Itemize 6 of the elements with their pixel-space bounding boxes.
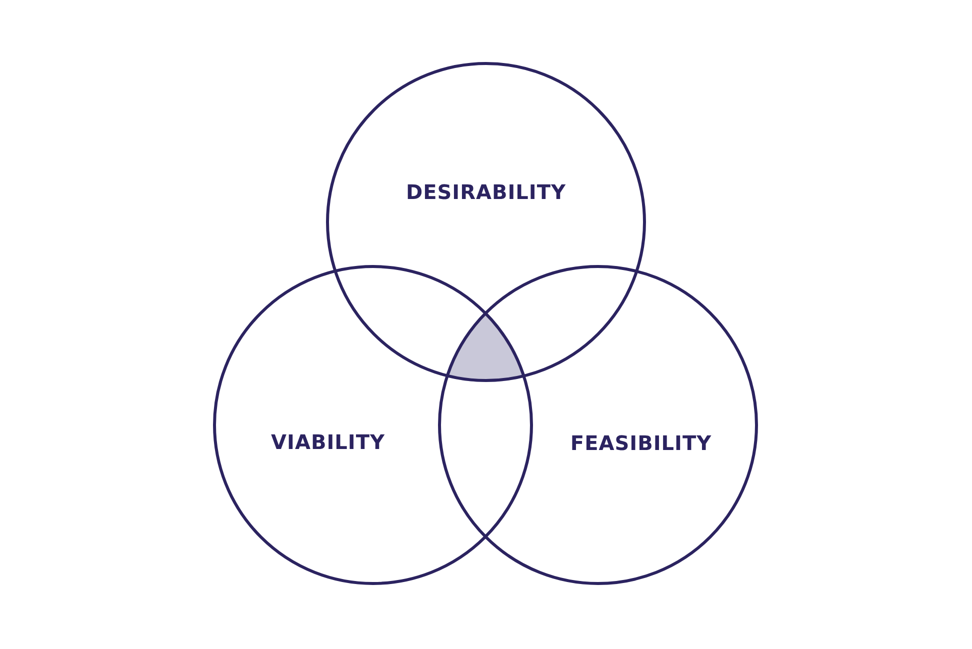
- circle-label: VIABILITY: [271, 430, 385, 454]
- venn-circle: [438, 265, 758, 585]
- venn-circle: [213, 265, 533, 585]
- circle-label: FEASIBILITY: [570, 431, 712, 455]
- venn-circle: [326, 62, 646, 382]
- circle-label: DESIRABILITY: [406, 180, 566, 204]
